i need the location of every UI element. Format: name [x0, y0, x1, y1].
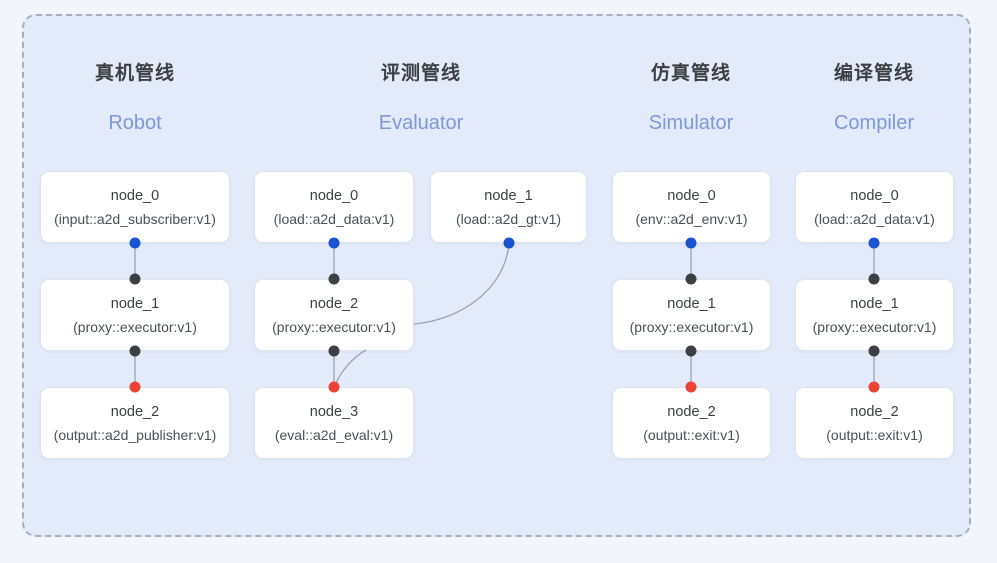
node-simulator-0[interactable]: node_0 (env::a2d_env:v1) [612, 171, 771, 243]
node-name: node_2 [850, 403, 899, 420]
node-name: node_1 [484, 187, 533, 204]
node-evaluator-2[interactable]: node_2 (proxy::executor:v1) [254, 279, 414, 351]
node-type: (load::a2d_data:v1) [273, 210, 395, 227]
port-simulator-1-input[interactable] [685, 273, 697, 285]
node-type: (proxy::executor:v1) [812, 318, 937, 335]
node-name: node_2 [309, 295, 359, 312]
node-robot-2[interactable]: node_2 (output::a2d_publisher:v1) [40, 387, 230, 459]
port-robot-1-output[interactable] [129, 345, 141, 357]
node-compiler-0[interactable]: node_0 (load::a2d_data:v1) [795, 171, 954, 243]
node-simulator-2[interactable]: node_2 (output::exit:v1) [612, 387, 771, 459]
port-compiler-1-input[interactable] [868, 273, 880, 285]
node-name: node_2 [667, 403, 716, 420]
node-type: (proxy::executor:v1) [629, 318, 754, 335]
port-compiler-2-input[interactable] [868, 381, 880, 393]
node-type: (proxy::executor:v1) [272, 318, 396, 335]
node-name: node_1 [110, 295, 160, 312]
port-compiler-0-output[interactable] [868, 237, 880, 249]
node-name: node_0 [309, 187, 359, 204]
node-simulator-1[interactable]: node_1 (proxy::executor:v1) [612, 279, 771, 351]
node-type: (output::exit:v1) [643, 426, 740, 443]
node-type: (env::a2d_env:v1) [635, 210, 748, 227]
port-simulator-2-input[interactable] [685, 381, 697, 393]
port-evaluator-2-input[interactable] [328, 273, 340, 285]
node-type: (load::a2d_gt:v1) [455, 210, 562, 227]
port-evaluator-2-output[interactable] [328, 345, 340, 357]
node-type: (eval::a2d_eval:v1) [274, 426, 394, 443]
node-type: (input::a2d_subscriber:v1) [54, 210, 216, 227]
node-evaluator-side-1[interactable]: node_1 (load::a2d_gt:v1) [430, 171, 587, 243]
node-type: (load::a2d_data:v1) [814, 210, 935, 227]
node-evaluator-3[interactable]: node_3 (eval::a2d_eval:v1) [254, 387, 414, 459]
node-name: node_0 [110, 187, 160, 204]
port-simulator-1-output[interactable] [685, 345, 697, 357]
port-evaluator-3-input[interactable] [328, 381, 340, 393]
node-name: node_0 [850, 187, 899, 204]
node-compiler-1[interactable]: node_1 (proxy::executor:v1) [795, 279, 954, 351]
node-name: node_2 [110, 403, 160, 420]
port-evaluator-0-output[interactable] [328, 237, 340, 249]
node-robot-1[interactable]: node_1 (proxy::executor:v1) [40, 279, 230, 351]
node-type: (output::a2d_publisher:v1) [53, 426, 217, 443]
port-compiler-1-output[interactable] [868, 345, 880, 357]
port-simulator-0-output[interactable] [685, 237, 697, 249]
node-compiler-2[interactable]: node_2 (output::exit:v1) [795, 387, 954, 459]
node-type: (proxy::executor:v1) [73, 318, 197, 335]
node-name: node_0 [667, 187, 716, 204]
port-robot-2-input[interactable] [129, 381, 141, 393]
node-name: node_1 [850, 295, 899, 312]
port-robot-0-output[interactable] [129, 237, 141, 249]
node-robot-0[interactable]: node_0 (input::a2d_subscriber:v1) [40, 171, 230, 243]
node-type: (output::exit:v1) [826, 426, 923, 443]
port-robot-1-input[interactable] [129, 273, 141, 285]
node-evaluator-0[interactable]: node_0 (load::a2d_data:v1) [254, 171, 414, 243]
port-evaluator-side-1-output[interactable] [503, 237, 515, 249]
node-name: node_1 [667, 295, 716, 312]
node-name: node_3 [309, 403, 359, 420]
